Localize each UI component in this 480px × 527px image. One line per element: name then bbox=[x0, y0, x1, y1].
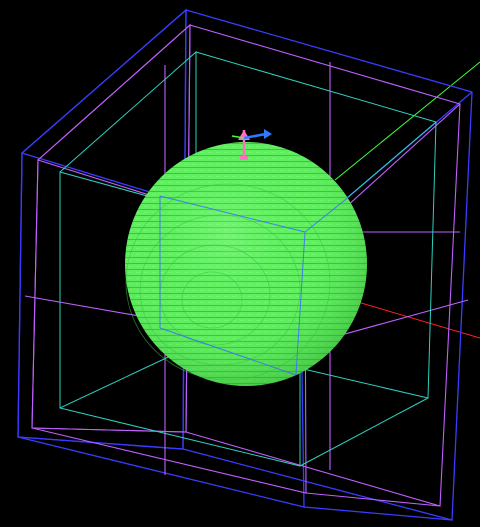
y-axis-line bbox=[334, 61, 480, 181]
front-box-edges bbox=[159, 195, 351, 376]
voxel-sphere[interactable] bbox=[125, 142, 367, 386]
transform-gizmo[interactable] bbox=[231, 129, 272, 160]
